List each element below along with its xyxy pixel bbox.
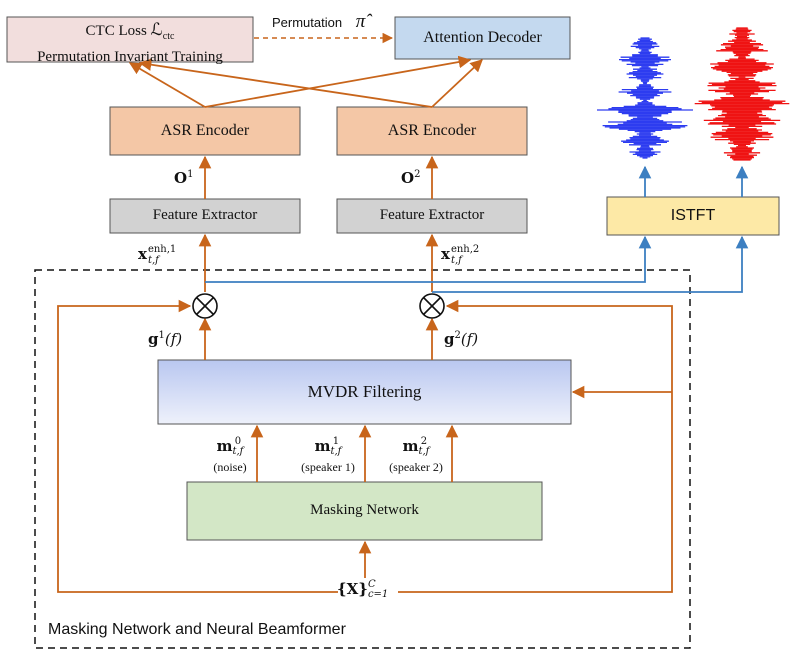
multiply-icon-1 <box>192 293 218 319</box>
mask-0-base: m <box>216 437 233 455</box>
enc2-to-ctc-line <box>138 58 433 108</box>
g-2-base: g <box>444 330 455 348</box>
red-waveform-icon <box>694 27 790 161</box>
mask-2-note: (speaker 2) <box>389 460 443 474</box>
masking-network-box <box>186 481 543 541</box>
g-1-arg: (f) <box>164 330 183 348</box>
feature-extractor-1-label: Feature Extractor <box>152 207 258 223</box>
input-x-text: {X} <box>337 580 368 598</box>
feature-extractor-2-label: Feature Extractor <box>379 207 485 223</box>
input-x-sup: C <box>367 579 376 590</box>
obs-2-sup: 2 <box>414 169 421 180</box>
asr-encoder-1-label: ASR Encoder <box>160 122 250 139</box>
mask-2-sup: 2 <box>420 436 428 447</box>
obs-1-base: O <box>174 169 188 187</box>
enc1-to-decoder-line <box>204 55 472 108</box>
input-x-sub: c=1 <box>367 589 389 600</box>
g-1-label: g1(f) <box>148 331 182 347</box>
enh-1-sub: t,f <box>147 255 159 266</box>
permutation-label: Permutation π̂ <box>272 12 365 31</box>
permutation-text: Permutation <box>272 15 343 30</box>
pit-text: Permutation Invariant Training <box>37 49 223 65</box>
attention-decoder-box <box>394 16 571 60</box>
mask-1-sub: t,f <box>330 446 342 457</box>
mask-0-note: (noise) <box>213 460 247 474</box>
istft-label: ISTFT <box>670 207 716 224</box>
enh-2-sup: enh,2 <box>450 244 480 255</box>
obs-2-base: O <box>401 169 415 187</box>
enh-2-base: x <box>441 245 450 263</box>
input-to-mult2-and-mvdr-loop <box>398 299 673 593</box>
mvdr-label: MVDR Filtering <box>307 382 422 401</box>
enc1-to-ctc-line <box>128 62 206 108</box>
multiply-icon-2 <box>419 293 445 319</box>
asr-encoder-2-label: ASR Encoder <box>387 122 477 139</box>
frontend-group-label: Masking Network and Neural Beamformer <box>48 621 346 638</box>
feature-extractor-1-box <box>109 198 301 234</box>
ctc-loss-label: CTC Loss ℒctc Permutation Invariant Trai… <box>7 20 253 67</box>
enh-2-sub: t,f <box>450 255 462 266</box>
g-2-label: g2(f) <box>444 331 478 347</box>
mask-2-sub: t,f <box>418 446 430 457</box>
mask-1-note: (speaker 1) <box>301 460 355 474</box>
frontend-group-border <box>34 269 691 649</box>
permutation-symbol: π̂ <box>355 11 366 32</box>
mask-0-sup: 0 <box>234 436 242 447</box>
mult1-to-istft-blue-path <box>205 235 652 283</box>
blue-waveform-icon <box>597 37 693 159</box>
enh-1-base: x <box>138 245 147 263</box>
feature-extractor-2-box <box>336 198 528 234</box>
ctc-loss-subscript: ctc <box>162 31 175 42</box>
mask-2-base: m <box>402 437 419 455</box>
ctc-loss-text: CTC Loss <box>85 23 147 39</box>
obs-2-label: O2 <box>401 170 420 186</box>
obs-1-sup: 1 <box>187 169 194 180</box>
ctc-loss-box <box>6 16 254 63</box>
g-1-base: g <box>148 330 159 348</box>
asr-encoder-2-box <box>336 106 528 156</box>
istft-box <box>606 196 780 236</box>
obs-1-label: O1 <box>174 170 193 186</box>
enh-1-sup: enh,1 <box>147 244 177 255</box>
mult2-to-istft-blue-path <box>432 235 749 293</box>
mask-1-base: m <box>314 437 331 455</box>
ctc-loss-symbol: ℒ <box>150 20 163 39</box>
g-2-sup: 2 <box>454 330 461 341</box>
mvdr-box <box>157 359 572 425</box>
g-1-sup: 1 <box>158 330 165 341</box>
enc2-to-decoder-line <box>431 59 483 108</box>
input-to-mult1-loop <box>57 299 338 593</box>
mask-0-sub: t,f <box>232 446 244 457</box>
g-2-arg: (f) <box>460 330 479 348</box>
mask-1-sup: 1 <box>332 436 340 447</box>
masking-network-label: Masking Network <box>310 502 419 518</box>
attention-decoder-label: Attention Decoder <box>423 29 542 46</box>
